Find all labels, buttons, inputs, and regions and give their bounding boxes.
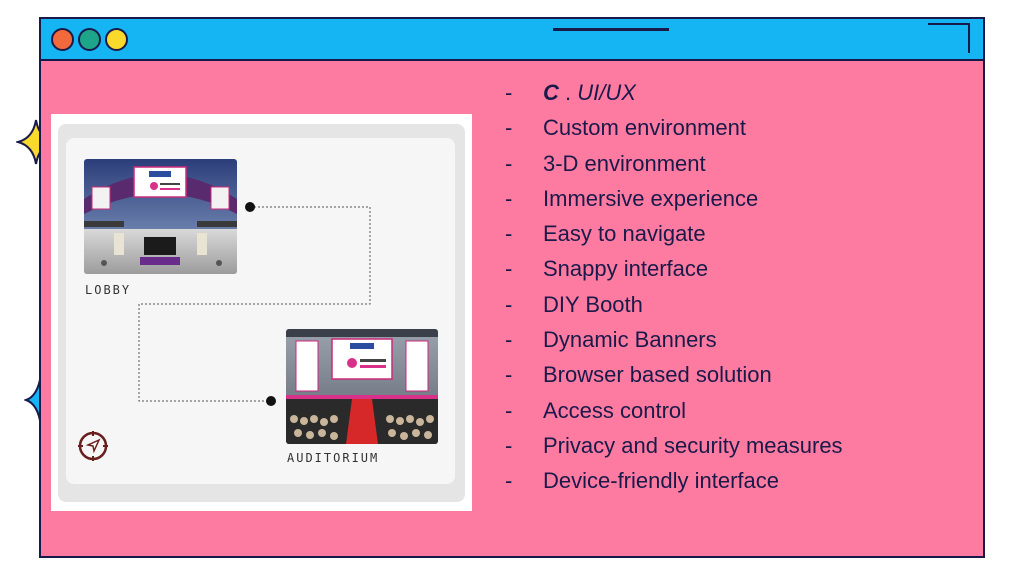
list-dash: - — [505, 256, 513, 282]
lobby-thumbnail — [84, 159, 237, 274]
list-item-label: Device-friendly interface — [543, 468, 779, 494]
list-item: - Snappy interface — [505, 252, 843, 287]
list-item-label: Privacy and security measures — [543, 432, 843, 458]
list-dash: - — [505, 115, 513, 141]
list-item-label: Immersive experience — [543, 185, 759, 211]
window-titlebar — [41, 19, 983, 61]
list-item: - Dynamic Banners — [505, 323, 843, 358]
list-item: - Access control — [505, 394, 843, 429]
list-item-label: DIY Booth — [543, 291, 643, 317]
heading-letter: C — [543, 80, 559, 105]
list-dash: - — [505, 432, 513, 458]
list-item: - Custom environment — [505, 111, 843, 146]
heading-separator: . — [558, 80, 578, 105]
list-dash: - — [505, 221, 513, 247]
maximize-dot-button[interactable] — [105, 28, 128, 51]
auditorium-label: AUDITORIUM — [287, 451, 380, 465]
list-item: - Easy to navigate — [505, 217, 843, 252]
list-dash: - — [505, 327, 513, 353]
list-item-label: Access control — [543, 397, 687, 423]
list-item-label: Browser based solution — [543, 362, 772, 388]
compass-icon — [78, 431, 108, 461]
list-item: - Device-friendly interface — [505, 464, 843, 499]
auditorium-thumbnail — [286, 329, 438, 444]
minimize-dot-button[interactable] — [78, 28, 101, 51]
list-item-label: Dynamic Banners — [543, 327, 717, 353]
lobby-label: LOBBY — [85, 283, 132, 297]
feature-list: - C . UI/UX - Custom environment - 3-D env… — [505, 76, 843, 500]
list-dash: - — [505, 185, 513, 211]
list-dash: - — [505, 397, 513, 423]
list-dash: - — [505, 468, 513, 494]
list-dash: - — [505, 362, 513, 388]
list-item: - Immersive experience — [505, 182, 843, 217]
titlebar-line — [553, 28, 669, 31]
corner-bracket-icon — [928, 23, 970, 53]
heading-text: UI/UX — [577, 80, 636, 105]
list-dash: - — [505, 150, 513, 176]
list-dash: - — [505, 291, 513, 317]
list-dash: - — [505, 80, 513, 105]
list-item-label: Snappy interface — [543, 256, 709, 282]
feature-heading: - C . UI/UX — [505, 76, 843, 111]
list-item: - Browser based solution — [505, 358, 843, 393]
list-item-label: Custom environment — [543, 115, 746, 141]
list-item-label: Easy to navigate — [543, 221, 706, 247]
list-item: - 3-D environment — [505, 147, 843, 182]
list-item: - DIY Booth — [505, 288, 843, 323]
list-item-label: 3-D environment — [543, 150, 706, 176]
list-item: - Privacy and security measures — [505, 429, 843, 464]
close-dot-button[interactable] — [51, 28, 74, 51]
